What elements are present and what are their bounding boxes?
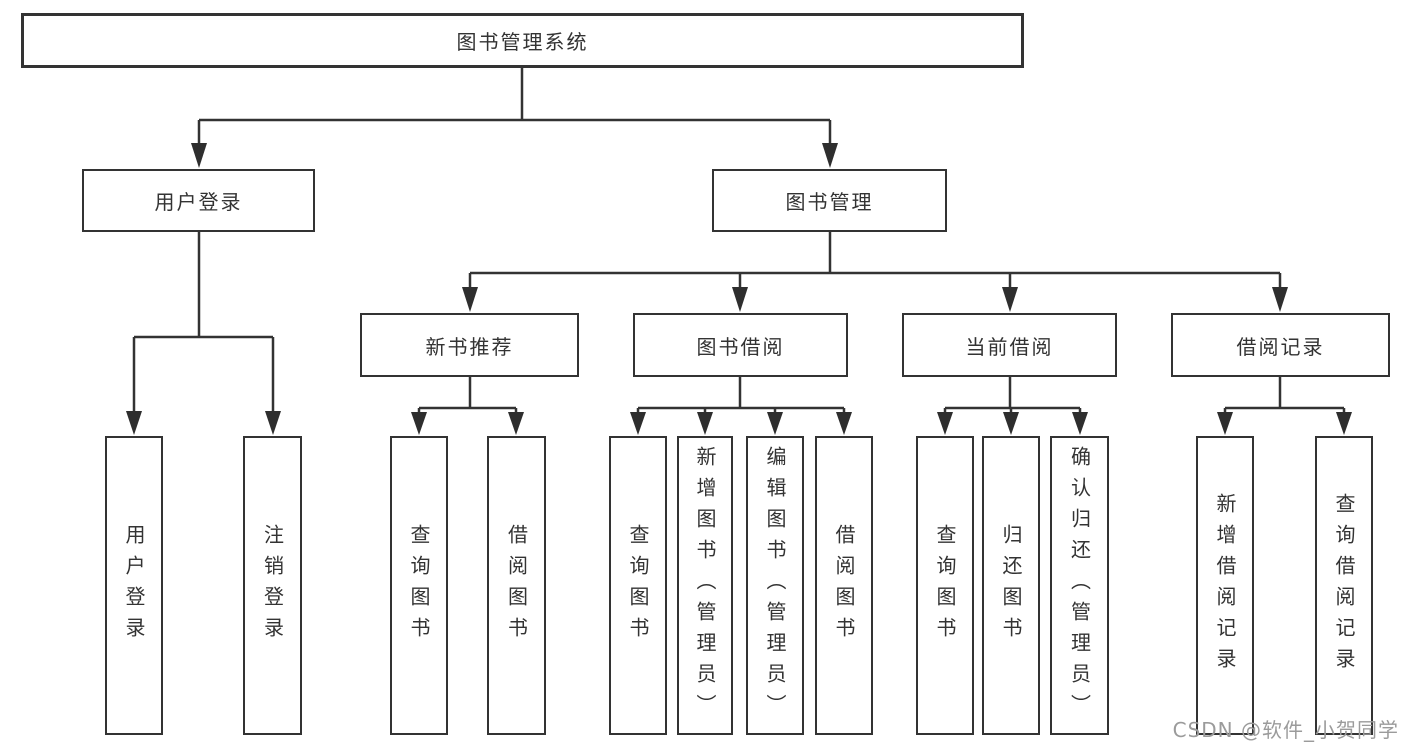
leaf-return-book-label: 归还图书: [999, 523, 1023, 648]
leaf-return-book: 归还图书: [982, 436, 1040, 735]
leaf-query-books-current: 查询图书: [916, 436, 974, 735]
leaf-user-login-label: 用户登录: [122, 523, 146, 648]
leaf-query-borrow-record: 查询借阅记录: [1315, 436, 1373, 735]
node-borrow-records: 借阅记录: [1171, 313, 1390, 377]
leaf-query-books-current-label: 查询图书: [933, 523, 957, 648]
leaf-add-borrow-record-label: 新增借阅记录: [1213, 492, 1237, 679]
leaf-edit-book-admin-label: 编辑图书（管理员）: [763, 446, 787, 725]
node-current-borrow: 当前借阅: [902, 313, 1117, 377]
leaf-confirm-return-admin-label: 确认归还（管理员）: [1067, 446, 1092, 725]
csdn-watermark: CSDN @软件_小贺同学: [1172, 718, 1399, 742]
node-library-management-system: 图书管理系统: [21, 13, 1024, 68]
node-book-management: 图书管理: [712, 169, 947, 232]
leaf-query-books-borrow-label: 查询图书: [626, 523, 650, 648]
leaf-add-book-admin-label: 新增图书（管理员）: [693, 446, 717, 725]
leaf-borrow-books-label: 借阅图书: [832, 523, 856, 648]
leaf-user-login: 用户登录: [105, 436, 163, 735]
leaf-logout: 注销登录: [243, 436, 302, 735]
node-new-book-recommend: 新书推荐: [360, 313, 579, 377]
leaf-edit-book-admin: 编辑图书（管理员）: [746, 436, 804, 735]
leaf-add-borrow-record: 新增借阅记录: [1196, 436, 1254, 735]
leaf-borrow-books-recommend: 借阅图书: [487, 436, 546, 735]
leaf-query-books-recommend-label: 查询图书: [407, 523, 431, 648]
leaf-query-books-recommend: 查询图书: [390, 436, 448, 735]
leaf-borrow-books: 借阅图书: [815, 436, 873, 735]
leaf-confirm-return-admin: 确认归还（管理员）: [1050, 436, 1109, 735]
leaf-borrow-books-recommend-label: 借阅图书: [504, 523, 529, 648]
leaf-query-books-borrow: 查询图书: [609, 436, 667, 735]
leaf-logout-label: 注销登录: [260, 523, 285, 648]
leaf-query-borrow-record-label: 查询借阅记录: [1332, 492, 1356, 679]
leaf-add-book-admin: 新增图书（管理员）: [677, 436, 733, 735]
arrowhead-icons: [126, 143, 1352, 435]
node-user-login: 用户登录: [82, 169, 315, 232]
node-book-borrow: 图书借阅: [633, 313, 848, 377]
